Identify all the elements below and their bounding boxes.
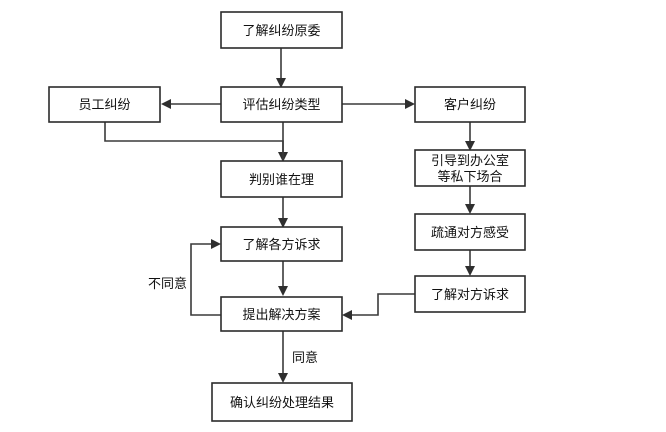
node-confirm-result-label: 确认纠纷处理结果 [230,396,334,411]
node-guide-office: 引导到办公室 等私下场合 [414,149,526,187]
node-employee-dispute-label: 员工纠纷 [78,98,130,113]
node-understand-cause-label: 了解纠纷原委 [242,24,320,39]
node-understand-cause: 了解纠纷原委 [220,11,343,49]
node-propose-solution: 提出解决方案 [220,296,343,332]
edge-employee-to-judge [104,122,288,162]
node-assess-type-label: 评估纠纷类型 [242,98,320,113]
node-assess-type: 评估纠纷类型 [220,86,343,123]
edge-label-agree: 同意 [292,350,318,366]
node-judge-who-right-label: 判别谁在理 [249,173,314,188]
node-understand-other-demands: 了解对方诉求 [414,275,526,313]
edge-understand-other-to-propose [342,293,415,320]
edge-label-disagree: 不同意 [148,276,187,292]
node-understand-each-demands-label: 了解各方诉求 [242,237,320,253]
node-propose-solution-label: 提出解决方案 [242,307,320,323]
node-communicate-feelings-label: 疏通对方感受 [431,225,509,241]
node-communicate-feelings: 疏通对方感受 [414,213,526,251]
edges [104,48,475,383]
node-understand-each-demands: 了解各方诉求 [220,226,343,262]
node-guide-office-label-line2: 等私下场合 [437,169,502,185]
node-confirm-result: 确认纠纷处理结果 [211,382,353,422]
node-guide-office-label-line1: 引导到办公室 [431,153,509,169]
node-customer-dispute: 客户纠纷 [414,86,526,123]
node-understand-other-demands-label: 了解对方诉求 [431,287,509,303]
node-customer-dispute-label: 客户纠纷 [444,97,496,113]
node-judge-who-right: 判别谁在理 [220,160,343,198]
node-employee-dispute: 员工纠纷 [48,86,161,123]
edge-disagree-loop [190,239,221,316]
